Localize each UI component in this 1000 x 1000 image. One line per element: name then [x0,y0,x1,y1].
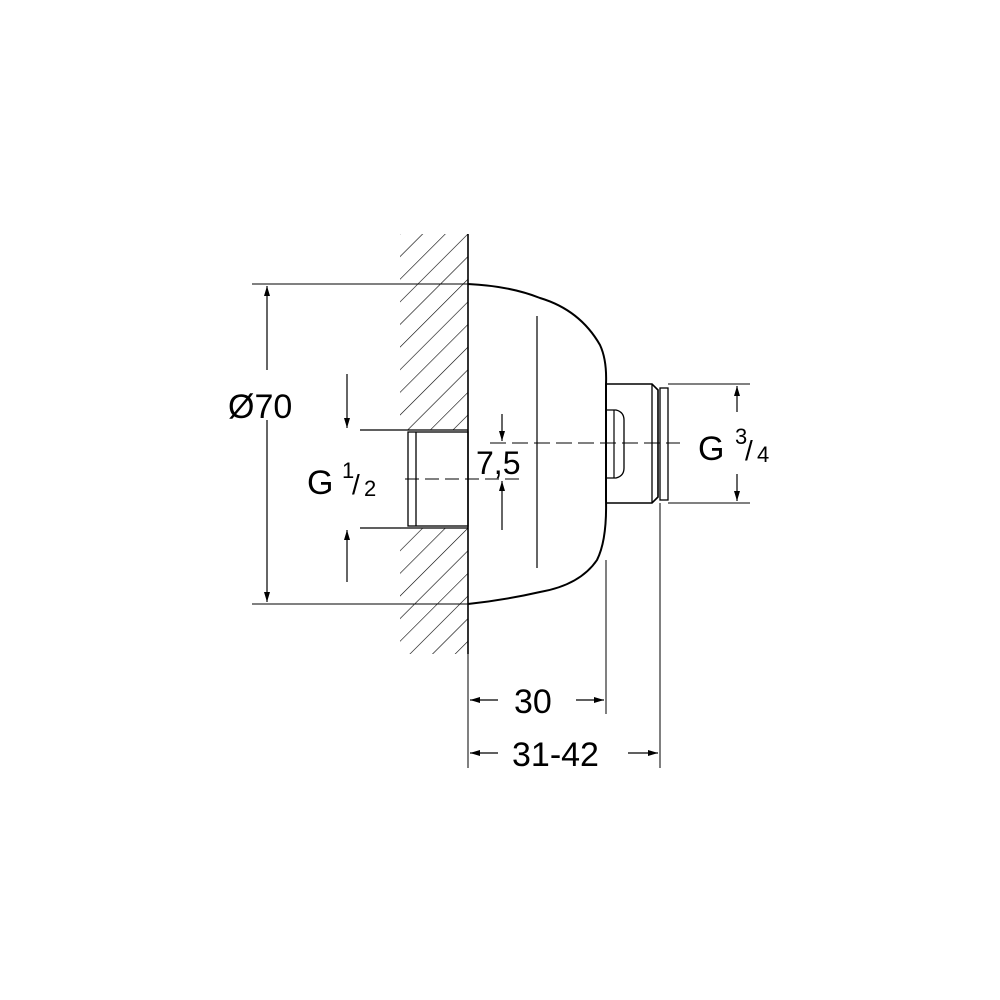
depth-label: 30 [514,683,552,721]
wall-hatching [400,234,469,654]
diameter-label: Ø70 [228,388,292,426]
depth-dimension: 30 31-42 [467,503,661,774]
body-outline [467,283,608,605]
offset-label: 7,5 [476,445,520,481]
outlet-thread-numerator: 3 [735,424,747,449]
inlet-thread-denominator: 2 [364,476,376,501]
outlet-thread-denominator: 4 [757,442,769,467]
outlet-thread-slash: / [745,435,753,466]
wall-hatch-upper [400,234,468,430]
diameter-dimension: Ø70 [228,283,468,605]
inlet-pipe [360,429,520,529]
elbow-body [467,283,680,605]
offset-dimension: 7,5 [476,414,520,530]
outlet-thread-dimension: G 3 / 4 [668,383,769,504]
inlet-thread-dimension: G 1 / 2 [307,374,376,582]
depth-range-label: 31-42 [512,736,599,774]
wall-hatch-lower [400,528,468,654]
inlet-thread-label: G [307,464,333,502]
inlet-thread-numerator: 1 [342,458,354,483]
outlet-fitting [606,383,669,504]
outlet-thread-label: G [698,430,724,468]
inlet-thread-slash: / [352,469,360,500]
